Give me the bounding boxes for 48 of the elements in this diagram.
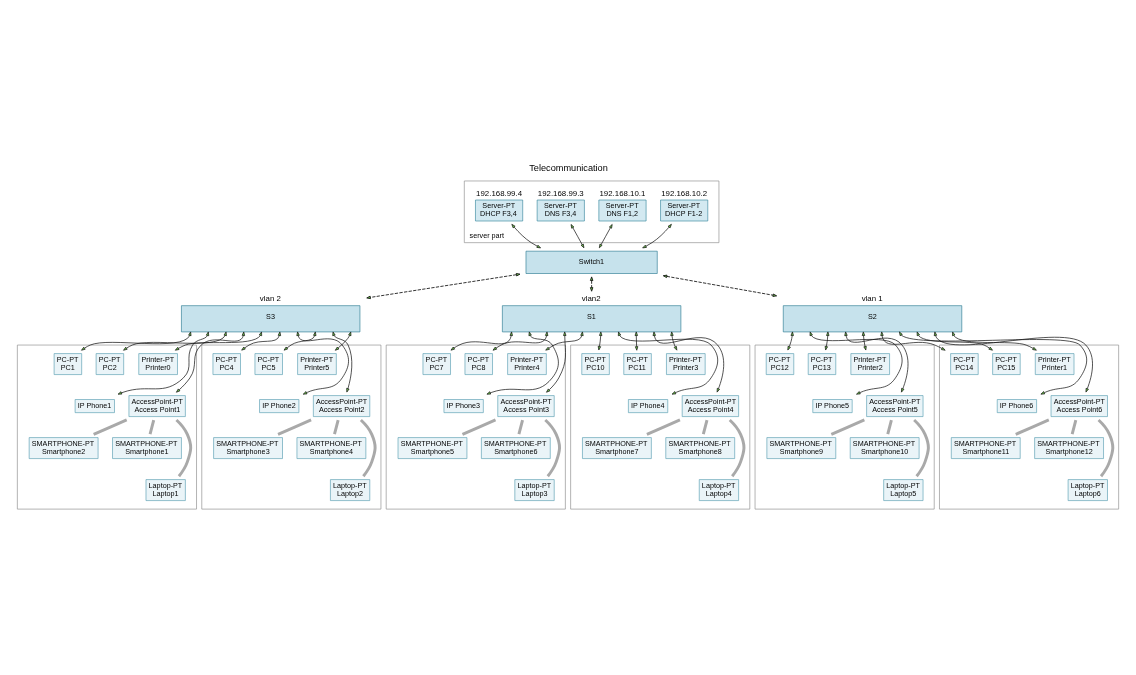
arrow (511, 223, 541, 249)
connector (517, 419, 524, 435)
arrow (545, 331, 584, 351)
arrow (597, 331, 603, 351)
arrow (546, 331, 567, 393)
connector (333, 419, 340, 435)
arrow (880, 331, 946, 351)
diagram-title: Telecommunication (529, 162, 608, 173)
arrow (916, 331, 993, 351)
connector (701, 419, 709, 435)
arrow (570, 224, 585, 249)
connector (728, 418, 746, 478)
arrow (652, 331, 725, 393)
connector (913, 418, 930, 478)
arrow (117, 331, 210, 395)
arrow (241, 331, 282, 351)
arrow (486, 331, 559, 395)
arrow (598, 224, 613, 249)
connector (1070, 419, 1078, 435)
arrow (861, 331, 867, 351)
connector (175, 418, 193, 478)
arrow (642, 223, 672, 249)
arrow (662, 274, 778, 297)
arrow (899, 331, 1088, 395)
arrow (296, 331, 349, 395)
arrow (332, 331, 353, 393)
arrow (617, 331, 719, 395)
connector (148, 419, 156, 435)
arrow (81, 331, 192, 351)
arrow (952, 331, 1037, 351)
arrow (283, 331, 317, 351)
arrow (334, 331, 352, 351)
connector (544, 418, 561, 478)
arrow (824, 331, 830, 351)
arrow (366, 273, 521, 300)
arrow (670, 331, 678, 351)
arrow (787, 331, 794, 351)
connector (886, 419, 893, 435)
arrow (123, 331, 227, 351)
connector (1097, 418, 1115, 478)
arrow (174, 331, 263, 351)
arrow (634, 331, 639, 351)
arrow (933, 331, 1093, 393)
arrow (176, 331, 245, 393)
arrow (589, 276, 594, 292)
arrow (450, 331, 513, 351)
arrow (492, 331, 549, 351)
arrow (844, 331, 909, 393)
